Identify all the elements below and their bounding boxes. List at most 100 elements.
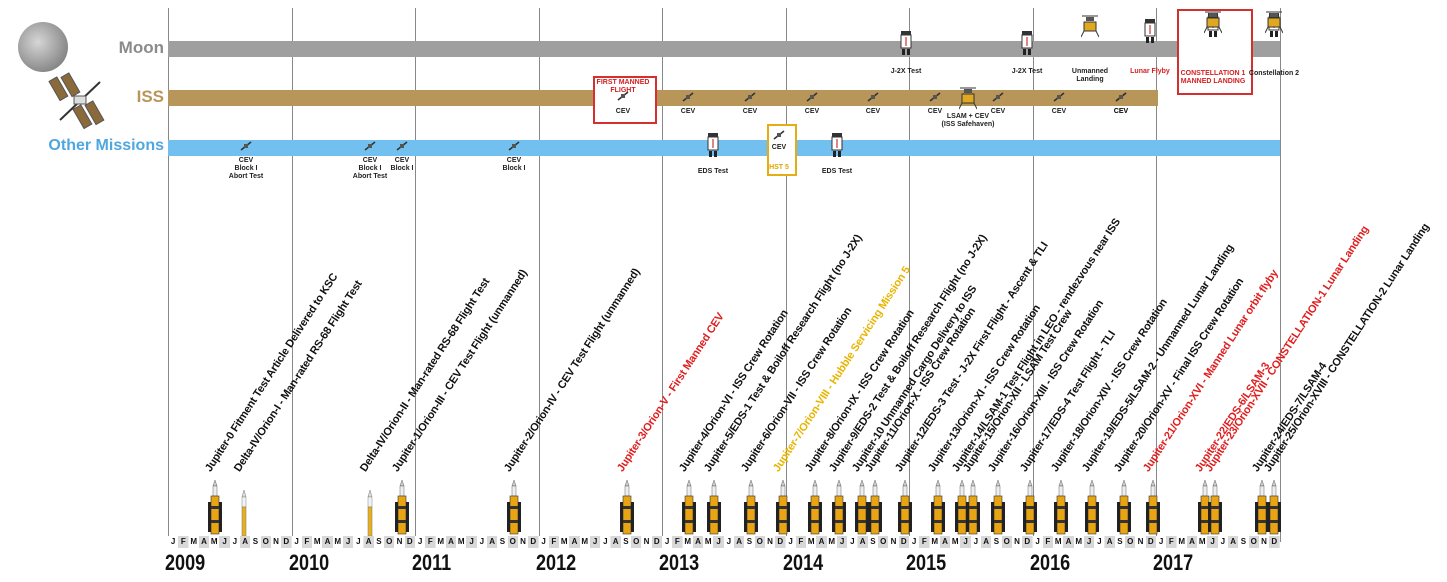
month-label: M bbox=[188, 536, 199, 548]
month-label: M bbox=[579, 536, 590, 548]
month-label: M bbox=[332, 536, 343, 548]
month-label: S bbox=[867, 536, 879, 548]
iss-event-label: CEV bbox=[680, 108, 696, 115]
year-gridline bbox=[1279, 8, 1281, 542]
month-label: N bbox=[394, 536, 405, 548]
year-label: 2011 bbox=[412, 550, 452, 575]
year-label: 2010 bbox=[288, 550, 329, 575]
month-label: J bbox=[353, 536, 364, 548]
year-label: 2014 bbox=[782, 550, 823, 575]
month-label: M bbox=[456, 536, 467, 548]
month-label: S bbox=[620, 536, 632, 548]
jupiter-rocket-icon bbox=[208, 480, 222, 535]
month-label: N bbox=[888, 536, 899, 548]
other-event-label: EDS Test bbox=[697, 168, 729, 175]
jupiter-rocket-icon bbox=[1146, 480, 1160, 535]
jupiter-rocket-icon bbox=[898, 480, 912, 535]
month-label: M bbox=[703, 536, 714, 548]
lsam-icon bbox=[959, 87, 977, 110]
month-label: J bbox=[836, 536, 848, 548]
month-label: J bbox=[229, 536, 240, 548]
cev-icon bbox=[240, 141, 252, 151]
month-label: J bbox=[589, 536, 601, 548]
month-label: S bbox=[1114, 536, 1126, 548]
month-label: J bbox=[909, 536, 920, 548]
month-label: F bbox=[548, 536, 559, 548]
cev-icon bbox=[508, 141, 520, 151]
month-label: A bbox=[198, 536, 210, 548]
month-label: D bbox=[404, 536, 415, 548]
other-event-label: CEV Block I Abort Test bbox=[228, 157, 264, 180]
mission-label: Jupiter-5/EDS-1 Test & Boiloff Research … bbox=[701, 232, 865, 474]
year-label: 2017 bbox=[1153, 550, 1194, 575]
month-label: O bbox=[1125, 536, 1136, 548]
month-label: J bbox=[415, 536, 426, 548]
moon-track-label: Moon bbox=[118, 38, 164, 57]
month-label: M bbox=[950, 536, 961, 548]
eds-stack-icon bbox=[707, 133, 719, 157]
month-label: J bbox=[662, 536, 673, 548]
month-label: A bbox=[1186, 536, 1198, 548]
cev-icon bbox=[929, 92, 941, 102]
moon-event-label: Constellation 2 bbox=[1248, 70, 1300, 77]
month-label: S bbox=[744, 536, 755, 548]
cev-icon bbox=[1115, 92, 1127, 102]
month-label: N bbox=[1258, 536, 1270, 548]
month-label: F bbox=[672, 536, 683, 548]
jupiter-rocket-icon bbox=[776, 480, 790, 535]
month-label: S bbox=[497, 536, 508, 548]
month-label: M bbox=[1176, 536, 1187, 548]
month-label: A bbox=[816, 536, 827, 548]
cev-icon bbox=[682, 92, 694, 102]
month-label: D bbox=[281, 536, 292, 548]
month-label: M bbox=[1053, 536, 1064, 548]
month-label: F bbox=[301, 536, 312, 548]
mission-label: Jupiter-1/Orion-III - CEV Test Flight (u… bbox=[389, 267, 530, 474]
month-label: F bbox=[919, 536, 930, 548]
cev-icon bbox=[396, 141, 408, 151]
month-label: J bbox=[538, 536, 549, 548]
month-label: M bbox=[1073, 536, 1084, 548]
month-label: O bbox=[507, 536, 518, 548]
jupiter-rocket-icon bbox=[868, 480, 882, 535]
moon-event-label: CONSTELLATION 1 MANNED LANDING bbox=[1180, 70, 1246, 85]
month-label: A bbox=[1104, 536, 1115, 548]
month-label: J bbox=[600, 536, 611, 548]
month-label: N bbox=[764, 536, 776, 548]
iss-track bbox=[168, 90, 1158, 106]
month-label: A bbox=[734, 536, 745, 548]
delta-iv-rocket-icon bbox=[241, 490, 247, 536]
cev-stack-icon bbox=[1144, 19, 1156, 43]
delta-iv-rocket-icon bbox=[367, 490, 373, 536]
cev-stack-icon bbox=[900, 31, 912, 55]
year-gridline bbox=[538, 8, 540, 542]
month-label: A bbox=[1063, 536, 1074, 548]
month-label: J bbox=[723, 536, 734, 548]
year-gridline bbox=[1032, 8, 1034, 542]
month-label: J bbox=[1156, 536, 1167, 548]
month-label: M bbox=[929, 536, 940, 548]
month-label: A bbox=[445, 536, 457, 548]
cev-icon bbox=[867, 92, 879, 102]
month-label: D bbox=[775, 536, 786, 548]
cev-icon bbox=[806, 92, 818, 102]
other-event-label: CEV Block I Abort Test bbox=[352, 157, 388, 180]
month-label: A bbox=[240, 536, 251, 548]
month-label: N bbox=[1011, 536, 1023, 548]
month-label: F bbox=[178, 536, 189, 548]
month-label: N bbox=[517, 536, 529, 548]
month-label: J bbox=[847, 536, 858, 548]
jupiter-rocket-icon bbox=[744, 480, 758, 535]
other-missions-track bbox=[168, 140, 1280, 156]
jupiter-rocket-icon bbox=[991, 480, 1005, 535]
year-gridline bbox=[291, 8, 293, 542]
other-event-label: EDS Test bbox=[821, 168, 853, 175]
month-label: J bbox=[960, 536, 971, 548]
iss-event-label: CEV bbox=[1113, 108, 1129, 115]
month-label: M bbox=[806, 536, 817, 548]
cev-icon bbox=[364, 141, 376, 151]
month-label: S bbox=[250, 536, 261, 548]
iss-event-label: CEV bbox=[742, 108, 758, 115]
month-label: D bbox=[651, 536, 662, 548]
